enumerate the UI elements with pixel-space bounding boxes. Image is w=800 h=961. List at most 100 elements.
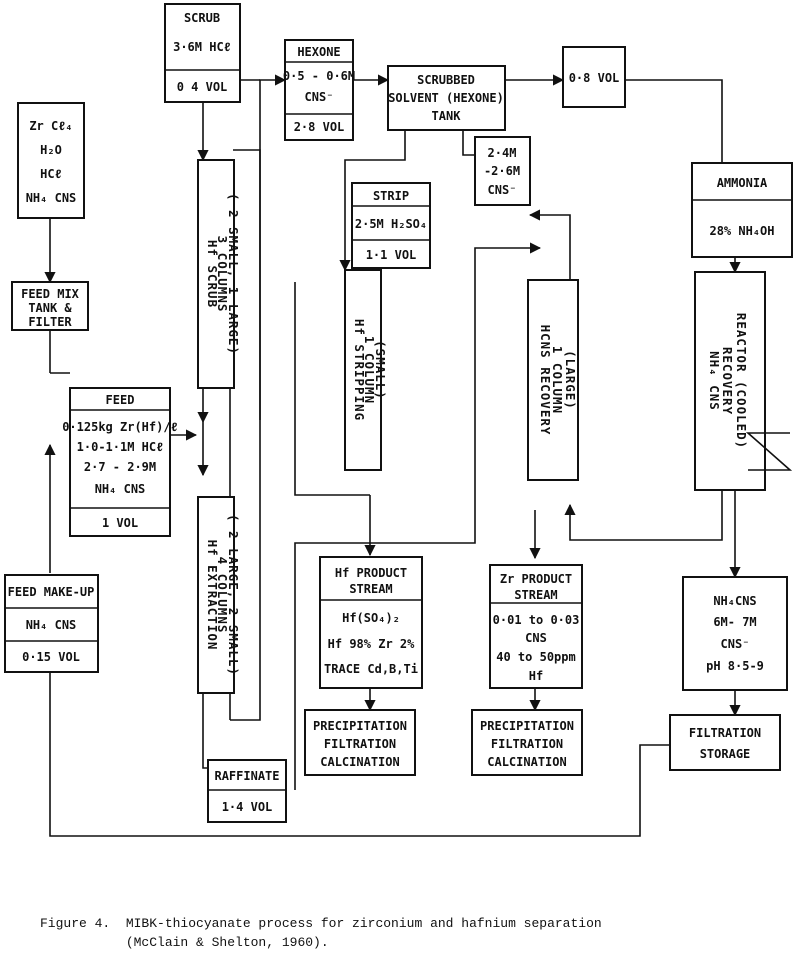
hfproduct-line4: Hf 98% Zr 2%: [328, 637, 415, 651]
precip2-line1: PRECIPITATION: [480, 719, 574, 733]
stripping-col-line3: (SMALL): [373, 340, 388, 400]
feedmix-line3: FILTER: [28, 315, 72, 329]
hexone-concentration: 0·5 - 0·6M: [283, 69, 355, 83]
caption-line1: Figure 4. MIBK-thiocyanate process for z…: [40, 916, 602, 931]
nh4cns-line4: pH 8·5-9: [706, 659, 764, 673]
flow-08vol-to-reactor: [625, 79, 723, 163]
flow-hcns-to-cns: [528, 209, 571, 280]
zrproduct-line2: STREAM: [514, 588, 557, 602]
makeup-reagent: NH₄ CNS: [26, 618, 77, 632]
box-feed: FEED 0·125kg Zr(Hf)/ℓ 1·0-1·1M HCℓ 2·7 -…: [62, 387, 178, 537]
vol08-label: 0·8 VOL: [569, 71, 620, 85]
reagent-nh4cns: NH₄ CNS: [26, 191, 77, 205]
feed-line2: 1·0-1·1M HCℓ: [77, 440, 164, 454]
flow-recycle-to-makeup: [49, 672, 670, 837]
scrub-col-line2: 3 COLUMNS: [215, 236, 230, 313]
box-filtration-storage: FILTRATION STORAGE: [669, 714, 781, 771]
box-raffinate: RAFFINATE 1·4 VOL: [207, 759, 287, 823]
extraction-col-line3: ( 2 LARGE, 2 SMALL): [226, 514, 241, 676]
precip1-line1: PRECIPITATION: [313, 719, 407, 733]
stripping-col-line1: Hf STRIPPING: [352, 319, 367, 421]
feedmix-line1: FEED MIX: [21, 287, 80, 301]
cns-line1: 2·4M: [488, 146, 517, 160]
nh4cns-line1: NH₄CNS: [713, 594, 756, 608]
flow-extract-to-scrub-return: [230, 149, 261, 721]
filtration-line2: STORAGE: [700, 747, 751, 761]
cooling-coil-icon: [745, 432, 793, 471]
box-precipitation-hf: PRECIPITATION FILTRATION CALCINATION: [304, 709, 416, 776]
flow-reactor-to-hcns: [564, 490, 723, 541]
hfproduct-line2: STREAM: [349, 582, 392, 596]
column-hf-stripping: Hf STRIPPING 1 COLUMN (SMALL): [344, 269, 388, 471]
extraction-col-line2: 4 COLUMNS: [215, 557, 230, 634]
feedmix-line2: TANK &: [28, 301, 72, 315]
box-reagents: Zr Cℓ₄ H₂O HCℓ NH₄ CNS: [17, 102, 85, 219]
box-cns-addition: 2·4M -2·6M CNS⁻: [474, 136, 531, 206]
zrproduct-line6: Hf: [529, 669, 543, 683]
hexone-volume: 2·8 VOL: [294, 120, 345, 134]
caption-line2: (McClain & Shelton, 1960).: [40, 935, 329, 950]
feed-volume: 1 VOL: [102, 516, 138, 530]
zrproduct-line4: CNS: [525, 631, 547, 645]
zrproduct-line1: Zr PRODUCT: [500, 572, 572, 586]
column-hf-extraction: Hf EXTRACTION 4 COLUMNS ( 2 LARGE, 2 SMA…: [197, 496, 241, 694]
box-hexone: HEXONE 0·5 - 0·6M CNS⁻ 2·8 VOL: [283, 39, 355, 141]
feed-line4: NH₄ CNS: [95, 482, 146, 496]
feed-title: FEED: [106, 393, 135, 407]
hcns-col-line1: HCNS RECOVERY: [538, 325, 553, 436]
zrproduct-line3: 0·01 to 0·03: [493, 613, 580, 627]
makeup-title: FEED MAKE-UP: [8, 585, 95, 599]
filtration-line1: FILTRATION: [689, 726, 761, 740]
raffinate-title: RAFFINATE: [214, 769, 279, 783]
column-hcns-recovery: HCNS RECOVERY 1 COLUMN (LARGE): [527, 279, 579, 481]
raffinate-volume: 1·4 VOL: [222, 800, 273, 814]
precip2-line2: FILTRATION: [491, 737, 563, 751]
hfproduct-line3: Hf(SO₄)₂: [342, 611, 400, 625]
scrub-concentration: 3·6M HCℓ: [173, 40, 231, 54]
tank-line1: SCRUBBED: [417, 73, 475, 87]
reagent-zrcl4: Zr Cℓ₄: [29, 119, 72, 133]
hfproduct-line5: TRACE Cd,B,Ti: [324, 662, 418, 676]
feed-line3: 2·7 - 2·9M: [84, 460, 156, 474]
extraction-col-line1: Hf EXTRACTION: [205, 540, 220, 651]
process-flow-diagram: SCRUB 3·6M HCℓ 0 4 VOL HEXONE 0·5 - 0·6M…: [4, 3, 793, 837]
column-nh4cns-reactor: NH₄ CNS RECOVERY REACTOR (COOLED): [694, 271, 793, 491]
cns-line3: CNS⁻: [488, 183, 517, 197]
box-zr-product: Zr PRODUCT STREAM 0·01 to 0·03 CNS 40 to…: [489, 564, 583, 689]
precip1-line2: FILTRATION: [324, 737, 396, 751]
box-scrubbed-solvent-tank: SCRUBBED SOLVENT (HEXONE) TANK: [387, 65, 506, 131]
flow-hexone-loop: [259, 74, 287, 420]
zrproduct-line5: 40 to 50ppm: [496, 650, 575, 664]
scrub-volume: 0 4 VOL: [177, 80, 228, 94]
strip-volume: 1·1 VOL: [366, 248, 417, 262]
flow-extraction-to-raffinate: [202, 690, 230, 769]
box-feed-mix: FEED MIX TANK & FILTER: [11, 281, 89, 331]
hfproduct-line1: Hf PRODUCT: [335, 566, 407, 580]
scrub-col-line3: ( 2 SMALL, 1 LARGE): [226, 193, 241, 355]
ammonia-concentration: 28% NH₄OH: [709, 224, 774, 238]
box-nh4cns-product: NH₄CNS 6M- 7M CNS⁻ pH 8·5-9: [682, 576, 788, 691]
feed-line1: 0·125kg Zr(Hf)/ℓ: [62, 420, 178, 434]
flow-raffinate-to-hcns: [294, 242, 542, 790]
flow-stripping-to-extraction: [294, 282, 370, 496]
reagent-hcl: HCℓ: [40, 167, 62, 181]
reactor-col-line2: RECOVERY: [720, 347, 735, 415]
scrub-col-line1: Hf SCRUB: [205, 240, 220, 308]
stripping-col-line2: 1 COLUMN: [362, 336, 377, 404]
tank-line3: TANK: [432, 109, 462, 123]
box-08-vol: 0·8 VOL: [562, 46, 626, 108]
reagent-h2o: H₂O: [40, 143, 62, 157]
reactor-col-line3: REACTOR (COOLED): [734, 313, 749, 449]
precip1-line3: CALCINATION: [320, 755, 399, 769]
reactor-col-line1: NH₄ CNS: [707, 351, 722, 411]
figure-caption: Figure 4. MIBK-thiocyanate process for z…: [40, 914, 740, 952]
precip2-line3: CALCINATION: [487, 755, 566, 769]
box-precipitation-zr: PRECIPITATION FILTRATION CALCINATION: [471, 709, 583, 776]
box-strip: STRIP 2·5M H₂SO₄ 1·1 VOL: [351, 182, 431, 269]
box-ammonia: AMMONIA 28% NH₄OH: [691, 162, 793, 258]
flow-tank-to-strip: [339, 130, 406, 272]
strip-title: STRIP: [373, 189, 409, 203]
nh4cns-line3: CNS⁻: [721, 637, 750, 651]
cns-line2: -2·6M: [484, 164, 520, 178]
scrub-label: SCRUB: [184, 11, 220, 25]
